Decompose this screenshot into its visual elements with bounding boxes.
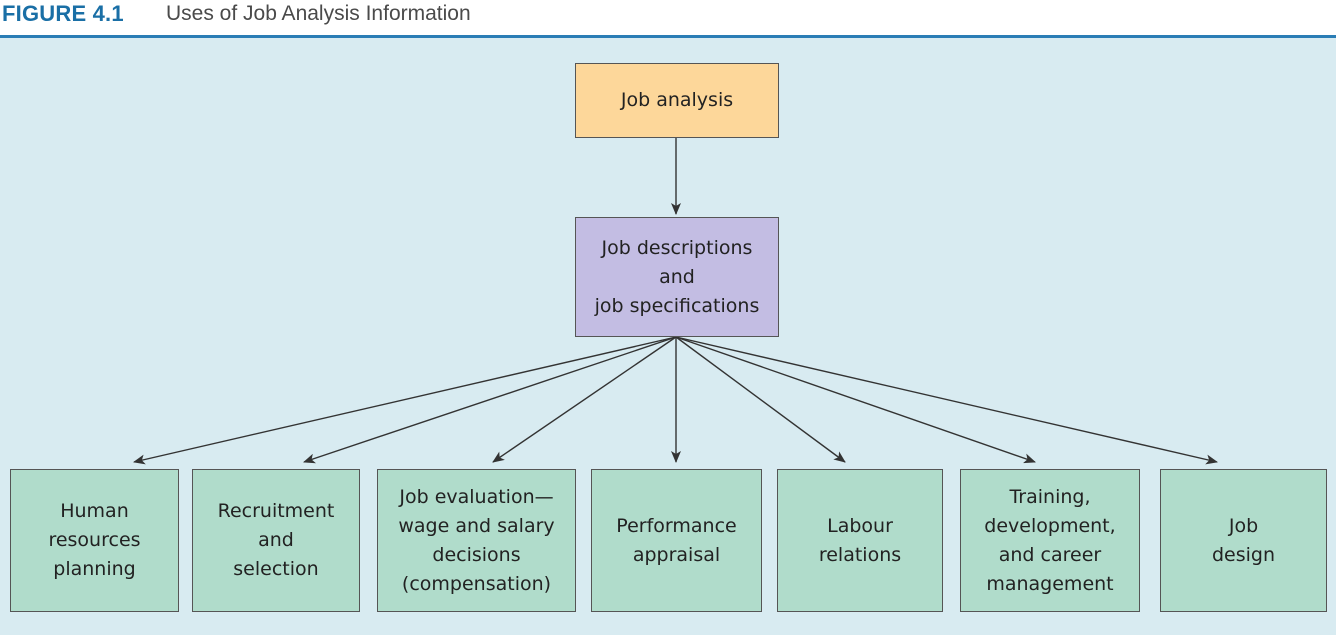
job-descriptions-box: Job descriptions and job specifications (575, 217, 779, 337)
figure-header: FIGURE 4.1 Uses of Job Analysis Informat… (0, 0, 1336, 38)
arrow-to-hr-planning (133, 336, 677, 465)
use-label-job-evaluation: Job evaluation— wage and salary decision… (398, 485, 555, 595)
figure-label: FIGURE 4.1 (2, 1, 124, 26)
use-box-recruitment: Recruitment and selection (192, 469, 360, 612)
use-box-labour-relations: Labour relations (777, 469, 943, 612)
fan-out-arrows (133, 336, 1218, 465)
header-rule (0, 35, 1336, 38)
use-label-training: Training, development, and career manage… (984, 485, 1116, 595)
arrow-to-job-evaluation (492, 336, 677, 463)
use-box-hr-planning: Human resources planning (10, 469, 179, 612)
use-label-labour-relations: Labour relations (818, 514, 902, 566)
use-label-hr-planning: Human resources planning (48, 500, 141, 580)
job-analysis-label: Job analysis (620, 89, 734, 111)
arrow-to-labour (675, 336, 846, 463)
use-box-job-design: Job design (1160, 469, 1327, 612)
use-label-performance: Performance appraisal (616, 514, 737, 566)
job-descriptions-label: Job descriptions and job specifications (594, 236, 760, 317)
figure-title: Uses of Job Analysis Information (166, 2, 471, 25)
use-box-training: Training, development, and career manage… (960, 469, 1140, 612)
arrow-to-training (675, 336, 1036, 464)
use-label-recruitment: Recruitment and selection (217, 500, 335, 580)
use-box-performance: Performance appraisal (591, 469, 762, 612)
use-box-job-evaluation: Job evaluation— wage and salary decision… (377, 469, 576, 612)
arrow-to-recruitment (303, 336, 677, 464)
arrow-to-job-design (675, 336, 1218, 465)
job-analysis-box: Job analysis (575, 63, 779, 138)
use-label-job-design: Job design (1211, 514, 1276, 566)
